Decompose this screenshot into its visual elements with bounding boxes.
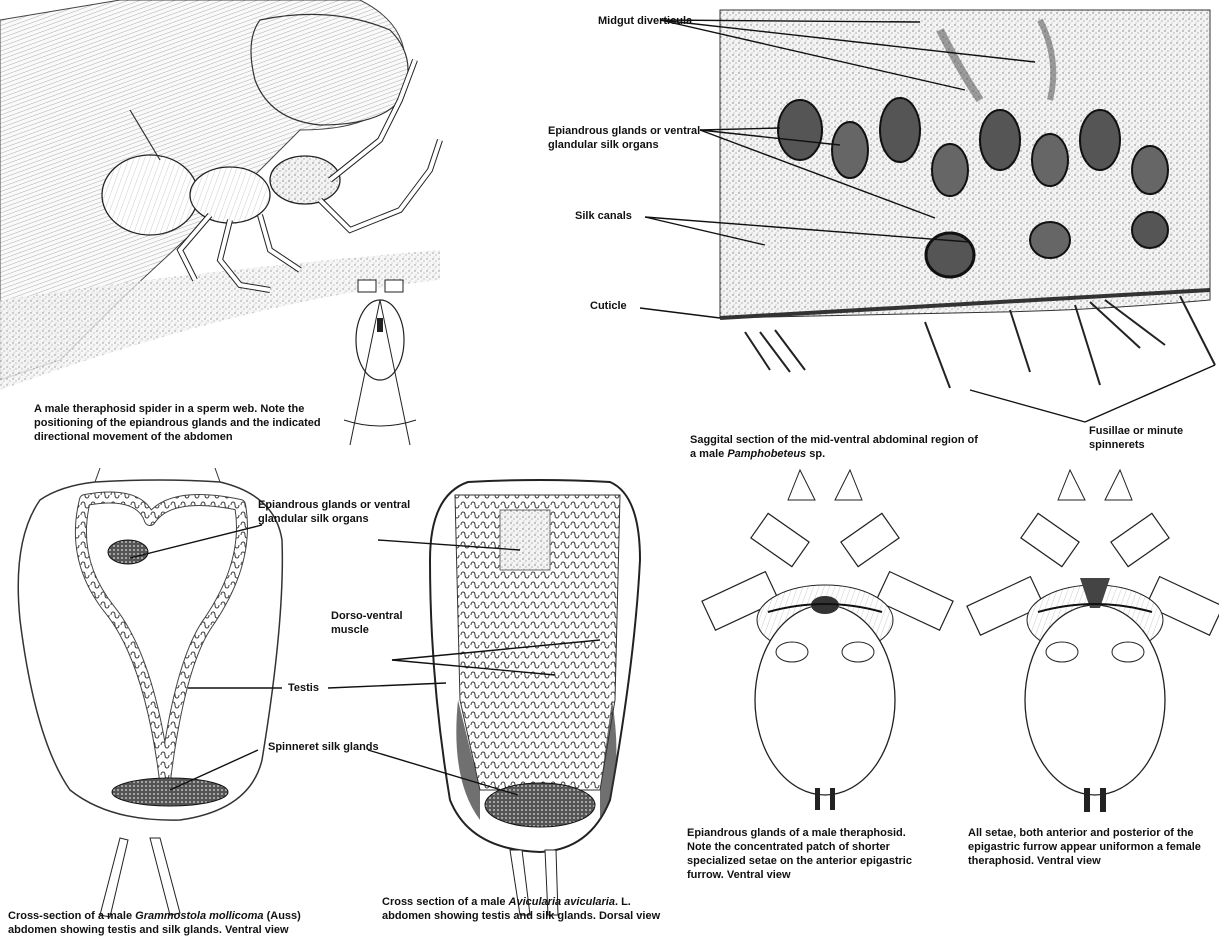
- caption-text: Cross-section of a male: [8, 910, 135, 922]
- label-testis: Testis: [288, 681, 319, 695]
- label-line: Epiandrous glands or ventral: [258, 498, 410, 512]
- caption-species: Pamphobeteus: [727, 448, 806, 460]
- label-line: glandular silk organs: [258, 512, 410, 526]
- caption-line: Cross-section of a male Grammostola moll…: [8, 909, 338, 923]
- caption-line: Saggital section of the mid-ventral abdo…: [690, 433, 1010, 447]
- abdomen-movement-diagram: [344, 280, 416, 445]
- caption-species: Avicularia avicularia: [509, 896, 615, 908]
- caption-line: abdomen showing testis and silk glands. …: [382, 909, 712, 923]
- caption-text: (Auss): [264, 910, 301, 922]
- label-line: spinnerets: [1089, 438, 1183, 452]
- caption-text: . L.: [615, 896, 631, 908]
- label-epiandrous-glands-cross: Epiandrous glands or ventral glandular s…: [258, 498, 410, 526]
- label-midgut-diverticula: Midgut diverticula: [598, 14, 692, 28]
- caption-text: Cross section of a male: [382, 896, 509, 908]
- sagittal-section-illustration: [720, 10, 1215, 388]
- male-ventral-caption: Epiandrous glands of a male theraphosid.…: [687, 826, 919, 882]
- label-dorso-ventral-muscle: Dorso-ventral muscle: [331, 609, 403, 637]
- caption-line: abdomen showing testis and silk glands. …: [8, 923, 338, 937]
- spider-web-caption: A male theraphosid spider in a sperm web…: [34, 402, 349, 444]
- female-ventral-view: [967, 470, 1219, 812]
- caption-line: Cross section of a male Avicularia avicu…: [382, 895, 712, 909]
- label-fusillae: Fusillae or minute spinnerets: [1089, 424, 1183, 452]
- label-line: Epiandrous glands or ventral: [548, 124, 700, 138]
- grammostola-caption: Cross-section of a male Grammostola moll…: [8, 909, 338, 937]
- caption-line: a male Pamphobeteus sp.: [690, 447, 1010, 461]
- caption-species: Grammostola mollicoma: [135, 910, 263, 922]
- avicularia-caption: Cross section of a male Avicularia avicu…: [382, 895, 712, 923]
- label-silk-canals: Silk canals: [575, 209, 632, 223]
- caption-text: sp.: [806, 448, 825, 460]
- label-line: glandular silk organs: [548, 138, 700, 152]
- label-line: Dorso-ventral: [331, 609, 403, 623]
- label-cuticle: Cuticle: [590, 299, 627, 313]
- sagittal-caption: Saggital section of the mid-ventral abdo…: [690, 433, 1010, 461]
- grammostola-cross-section: [18, 468, 282, 917]
- label-line: Fusillae or minute: [1089, 424, 1183, 438]
- caption-text: a male: [690, 448, 727, 460]
- label-epiandrous-glands-sagittal: Epiandrous glands or ventral glandular s…: [548, 124, 700, 152]
- male-ventral-view: [702, 470, 953, 810]
- female-ventral-caption: All setae, both anterior and posterior o…: [968, 826, 1208, 868]
- label-line: muscle: [331, 623, 403, 637]
- label-spinneret-silk-glands: Spinneret silk glands: [268, 740, 379, 754]
